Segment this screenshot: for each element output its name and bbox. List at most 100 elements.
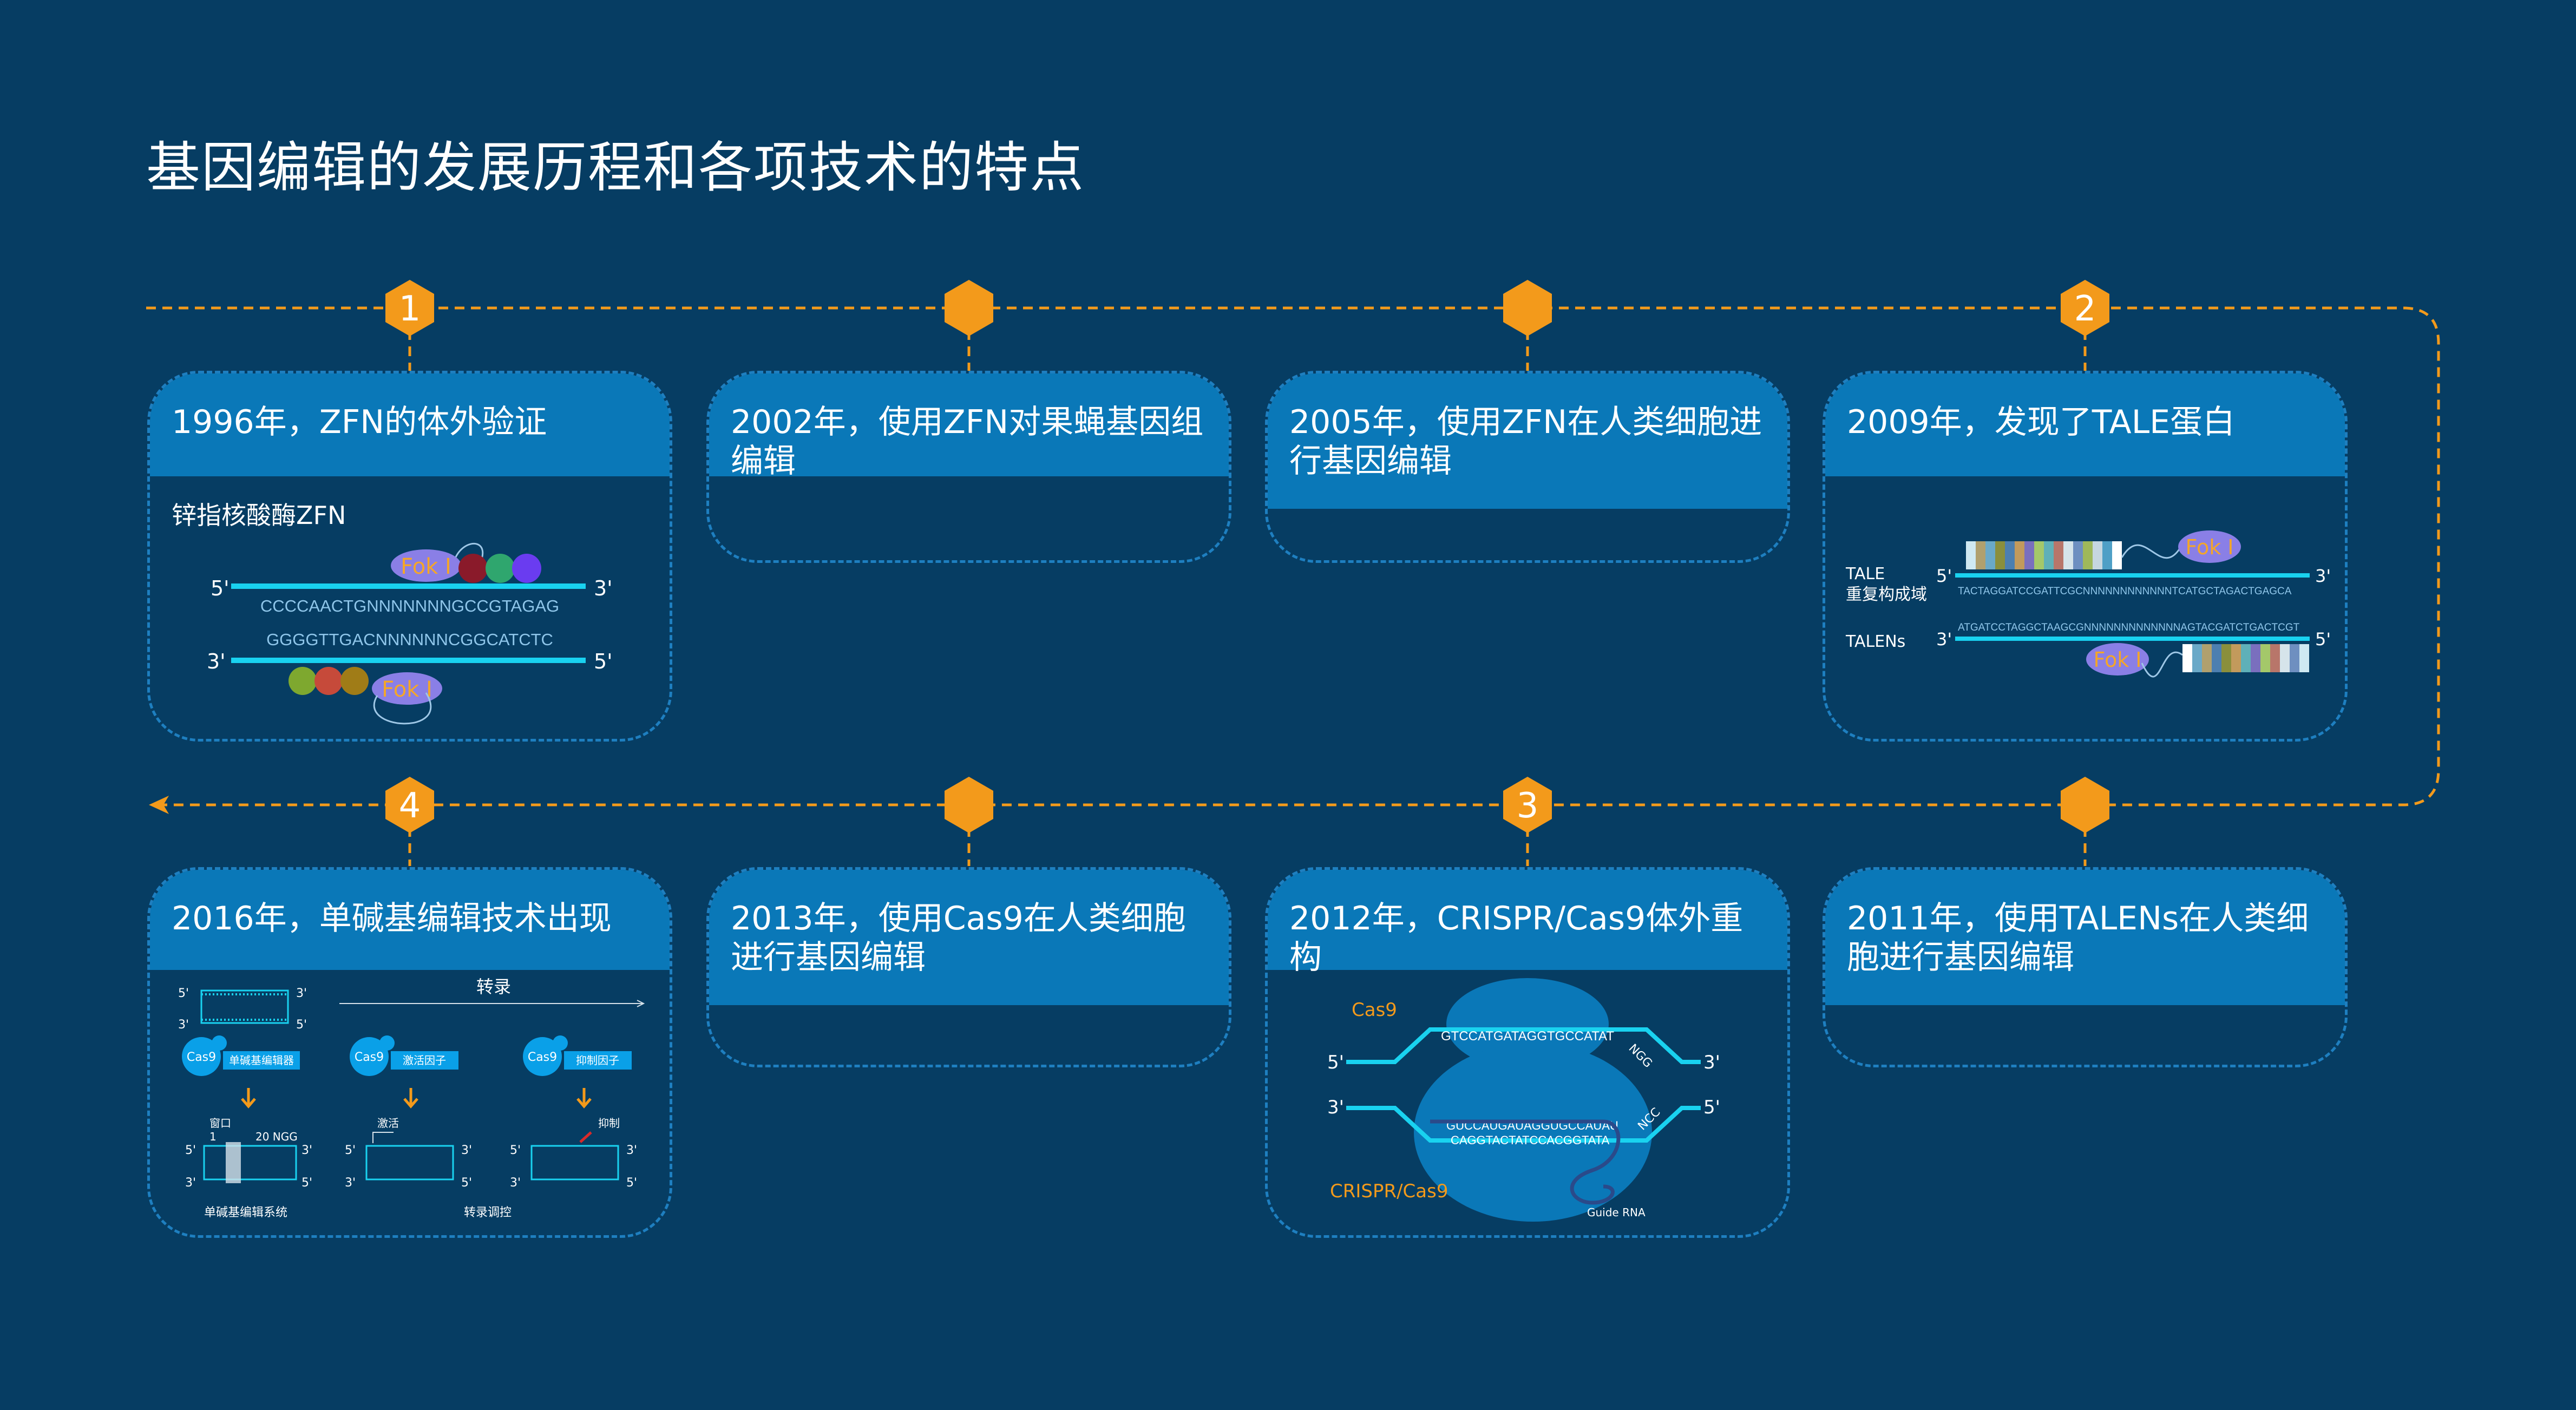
- label-5prime: 5': [594, 650, 613, 673]
- card-header: 2002年，使用ZFN对果蝇基因组编辑: [709, 373, 1229, 480]
- marker-number-4: 4: [399, 786, 421, 826]
- repeat-domain-label: 重复构成域: [1846, 585, 1927, 604]
- hexagon-marker-2013: [945, 777, 993, 833]
- svg-text:转录调控: 转录调控: [464, 1206, 512, 1219]
- svg-text:3': 3': [345, 1176, 356, 1190]
- svg-text:5': 5': [461, 1176, 472, 1190]
- card-1996-zfn: 1996年，ZFN的体外验证 锌指核酸酶ZFN Fok I 5' 3' CCCC…: [147, 371, 672, 742]
- svg-text:Cas9: Cas9: [187, 1051, 216, 1064]
- guide-rna-label: Guide RNA: [1587, 1206, 1646, 1219]
- label-5prime: 5': [2315, 629, 2331, 650]
- hexagon-marker-2: [2061, 280, 2109, 336]
- card-header: 2005年，使用ZFN在人类细胞进行基因编辑: [1268, 373, 1787, 509]
- marker-number-1: 1: [399, 289, 421, 329]
- svg-text:单碱基编辑器: 单碱基编辑器: [229, 1054, 294, 1067]
- marker-number-3: 3: [1517, 786, 1539, 826]
- card-2009-tale: 2009年，发现了TALE蛋白 Fok I TALE 重复构成域 5': [1823, 371, 2348, 742]
- crispr-diagram: Cas9 CRISPR/Cas9 5' 3' GTCCATGATAGGTGCCA…: [1327, 978, 1720, 1222]
- svg-text:激活: 激活: [377, 1117, 399, 1130]
- base-editing-diagram: 5' 3' 3' 5' Cas9 单碱基编辑器 窗口 1 20 NGG 5' 3…: [178, 976, 645, 1219]
- card-header: 2009年，发现了TALE蛋白: [1825, 373, 2345, 476]
- tale-label: TALE: [1845, 565, 1885, 583]
- hexagon-marker-1: [385, 280, 434, 336]
- page-title: 基因编辑的发展历程和各项技术的特点: [146, 136, 1085, 199]
- svg-text:3': 3': [1703, 1052, 1720, 1073]
- card-title: 2016年，单碱基编辑技术出现: [172, 900, 612, 937]
- sequence-bottom: GGGGTTGACNNNNNNCGGCATCTC: [266, 630, 553, 649]
- svg-text:激活因子: 激活因子: [403, 1054, 446, 1067]
- hexagon-marker-3: [1503, 777, 1552, 833]
- svg-text:抑制: 抑制: [598, 1117, 620, 1130]
- sequence-top: TACTAGGATCCGATTCGCNNNNNNNNNNNNTCATGCTAGA…: [1958, 586, 2292, 597]
- svg-text:转录: 转录: [476, 976, 511, 997]
- svg-text:NGG: NGG: [1626, 1041, 1655, 1070]
- cas9-protein: [350, 1037, 389, 1076]
- svg-text:5': 5': [1703, 1097, 1720, 1118]
- timeline-top-line: [146, 306, 2440, 806]
- svg-text:5': 5': [345, 1144, 356, 1157]
- label-3prime: 3': [2315, 566, 2331, 586]
- card-header: 2016年，单碱基编辑技术出现: [150, 870, 670, 970]
- svg-text:5': 5': [301, 1176, 312, 1190]
- card-title: 2002年，使用ZFN对果蝇基因组编辑: [731, 403, 1204, 480]
- zfn-subtitle: 锌指核酸酶ZFN: [172, 501, 346, 530]
- fok-i-enzyme-top: [2178, 530, 2241, 563]
- svg-text:5': 5': [178, 987, 189, 1000]
- svg-text:3': 3': [626, 1144, 637, 1157]
- hexagon-marker-2002: [945, 280, 993, 336]
- card-header: 2012年，CRISPR/Cas9体外重构: [1268, 870, 1787, 976]
- sequence-bottom: ATGATCCTAGGCTAAGCGNNNNNNNNNNNNNAGTACGATC…: [1958, 622, 2300, 633]
- card-2016-base-editing: 2016年，单碱基编辑技术出现 5' 3' 3' 5' Cas9 单碱基编辑器 …: [147, 867, 672, 1238]
- card-header: 1996年，ZFN的体外验证: [150, 373, 670, 476]
- card-title: 2011年，使用TALENs在人类细胞进行基因编辑: [1847, 900, 2309, 976]
- svg-text:3': 3': [296, 987, 307, 1000]
- guide-rna-strand: [1430, 1119, 1621, 1205]
- svg-text:单碱基编辑系统: 单碱基编辑系统: [204, 1206, 287, 1219]
- svg-text:Cas9: Cas9: [528, 1051, 557, 1064]
- svg-text:抑制因子: 抑制因子: [576, 1054, 619, 1067]
- svg-text:3': 3': [178, 1018, 189, 1032]
- hexagon-marker-2011: [2061, 777, 2109, 833]
- svg-text:5': 5': [510, 1144, 521, 1157]
- card-2011-talens-human: 2011年，使用TALENs在人类细胞进行基因编辑: [1823, 867, 2348, 1067]
- cas9-lobe-bottom: [1414, 1043, 1652, 1222]
- card-title: 1996年，ZFN的体外验证: [172, 403, 547, 441]
- zfn-diagram: 锌指核酸酶ZFN Fok I 5' 3' CCCCAACTGNNNNNNNGCC…: [172, 501, 613, 725]
- card-2013-cas9-human: 2013年，使用Cas9在人类细胞进行基因编辑: [706, 867, 1231, 1067]
- fok-i-enzyme-bottom: [372, 672, 442, 705]
- fok-i-enzyme-top: [391, 549, 461, 582]
- svg-text:窗口: 窗口: [209, 1117, 231, 1130]
- svg-text:3': 3': [1327, 1097, 1344, 1118]
- svg-text:3': 3': [185, 1176, 196, 1190]
- fok-label-bottom: Fok I: [2093, 648, 2141, 672]
- card-header: 2013年，使用Cas9在人类细胞进行基因编辑: [709, 870, 1229, 1005]
- svg-text:3': 3': [301, 1144, 312, 1157]
- label-3prime: 3': [1936, 629, 1952, 650]
- label-3prime: 3': [594, 576, 613, 600]
- dna-strand-top: [1346, 1027, 1701, 1064]
- svg-text:1: 1: [209, 1130, 217, 1143]
- cas9-protein: [523, 1037, 562, 1076]
- marker-number-2: 2: [2074, 289, 2096, 329]
- svg-text:3': 3': [510, 1176, 521, 1190]
- talens-label: TALENs: [1845, 632, 1905, 651]
- svg-text:3': 3': [461, 1144, 472, 1157]
- card-2002-zfn-fruitfly: 2002年，使用ZFN对果蝇基因组编辑: [706, 371, 1231, 563]
- fok-label-top: Fok I: [2185, 535, 2233, 559]
- fok-label-bottom: Fok I: [382, 677, 432, 702]
- tale-repeat-domain-top: [1966, 541, 2122, 569]
- cas9-label: Cas9: [1352, 999, 1397, 1021]
- card-title: 2012年，CRISPR/Cas9体外重构: [1289, 900, 1743, 976]
- crispr-label: CRISPR/Cas9: [1330, 1181, 1448, 1202]
- fok-label-top: Fok I: [401, 554, 451, 579]
- card-2012-crispr-cas9: 2012年，CRISPR/Cas9体外重构 Cas9 CRISPR/Cas9 5…: [1265, 867, 1790, 1238]
- dna-strand-bottom: [1346, 1106, 1701, 1143]
- svg-text:5': 5': [1327, 1052, 1344, 1073]
- svg-text:20 NGG: 20 NGG: [255, 1130, 298, 1143]
- svg-text:Cas9: Cas9: [355, 1051, 384, 1064]
- svg-text:5': 5': [626, 1176, 637, 1190]
- fok-i-enzyme-bottom: [2086, 643, 2149, 676]
- tale-diagram: Fok I TALE 重复构成域 5' 3' TACTAGGATCCGATTCG…: [1845, 530, 2331, 678]
- label-5prime: 5': [211, 576, 230, 600]
